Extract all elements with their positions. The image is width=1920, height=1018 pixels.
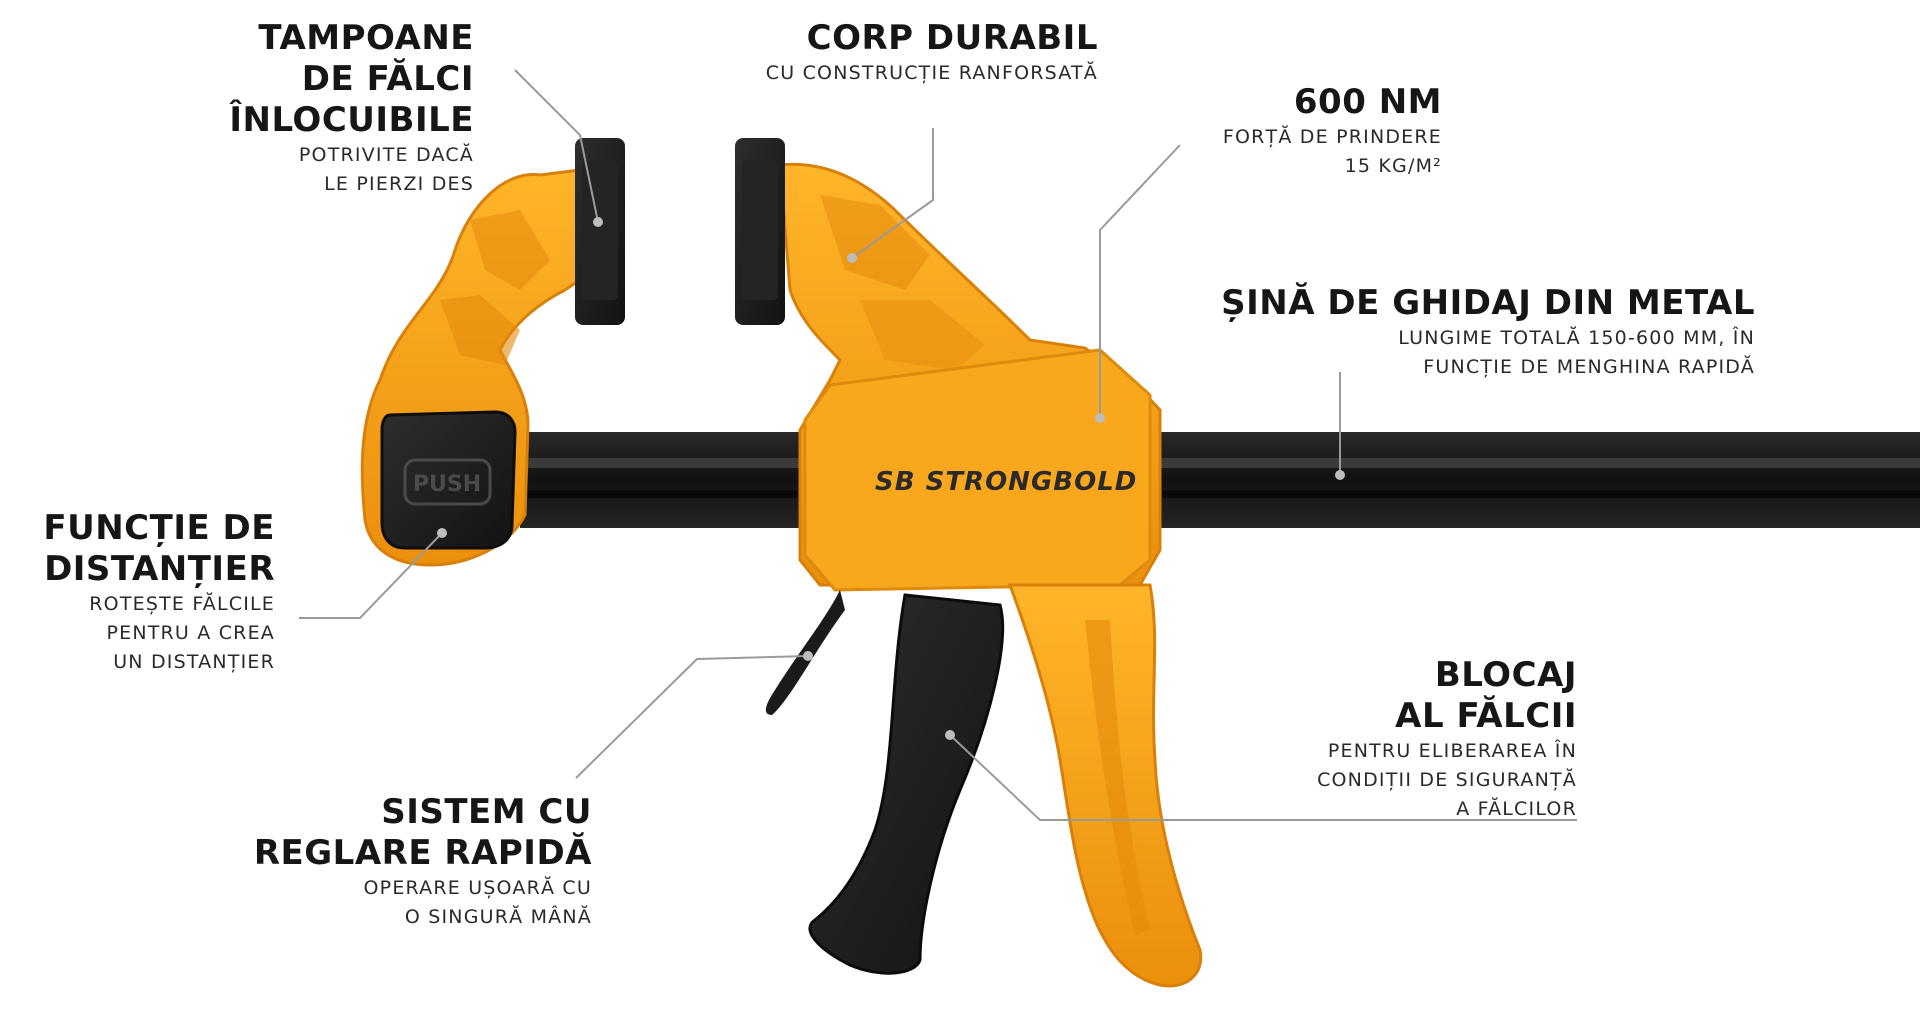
leader-body xyxy=(851,128,934,259)
callout-subtitle: O SINGURĂ MÂNĂ xyxy=(404,906,592,928)
fixed-jaw: PUSH xyxy=(360,138,625,567)
leader-lock xyxy=(949,734,1577,821)
leader-dots xyxy=(437,217,1345,740)
leader-dot-rail xyxy=(1335,470,1345,480)
callout-subtitle: 15 KG/M² xyxy=(1344,155,1442,177)
callout-quick-adjust: SISTEM CU REGLARE RAPIDĂ OPERARE UȘOARĂ … xyxy=(254,792,592,932)
callout-subtitle: FORȚĂ DE PRINDERE xyxy=(1222,126,1442,148)
push-label: PUSH xyxy=(413,472,481,497)
callout-title: SISTEM CU xyxy=(381,792,592,832)
leader-dot-body xyxy=(847,253,857,263)
leader-dot-lock xyxy=(945,730,955,740)
leader-force xyxy=(1099,144,1181,418)
callout-title: FUNCȚIE DE xyxy=(43,508,275,548)
jaw-pad-right xyxy=(735,138,785,325)
callout-spreader-function: FUNCȚIE DE DISTANȚIER ROTEȘTE FĂLCILE PE… xyxy=(43,508,275,677)
leader-spreader xyxy=(299,532,443,619)
leader-lines xyxy=(299,69,1577,821)
callout-subtitle: UN DISTANȚIER xyxy=(113,651,275,673)
callout-title: BLOCAJ xyxy=(1434,655,1577,695)
leader-dot-spreader xyxy=(437,528,447,538)
callout-title: 600 NM xyxy=(1293,82,1442,122)
leader-dot-force xyxy=(1095,413,1105,423)
callout-title: REGLARE RAPIDĂ xyxy=(253,833,592,873)
callout-guide-rail: ȘINĂ DE GHIDAJ DIN METAL LUNGIME TOTALĂ … xyxy=(1221,283,1755,382)
callout-subtitle: LE PIERZI DES xyxy=(324,173,474,195)
logo-text: SB STRONGBOLD xyxy=(875,467,1137,497)
callout-clamping-force: 600 NM FORȚĂ DE PRINDERE 15 KG/M² xyxy=(1223,82,1442,181)
jaw-pad-left xyxy=(575,138,625,325)
callout-subtitle: FUNCȚIE DE MENGHINA RAPIDĂ xyxy=(1423,356,1755,378)
callout-jaw-lock: BLOCAJ AL FĂLCII PENTRU ELIBERAREA ÎN CO… xyxy=(1317,655,1577,824)
callout-subtitle: CU CONSTRUCȚIE RANFORSATĂ xyxy=(765,62,1098,84)
guide-rail xyxy=(520,432,1920,528)
leader-dot-quick xyxy=(803,651,813,661)
callout-subtitle: CONDIȚII DE SIGURANȚĂ xyxy=(1317,769,1577,791)
callout-subtitle: PENTRU ELIBERAREA ÎN xyxy=(1327,740,1577,762)
callout-title: DISTANȚIER xyxy=(44,549,275,589)
callout-jaw-pads: TAMPOANE DE FĂLCI ÎNLOCUIBILE POTRIVITE … xyxy=(229,18,474,199)
leader-pads xyxy=(514,69,599,223)
leader-dot-pads xyxy=(593,217,603,227)
callout-subtitle: PENTRU A CREA xyxy=(106,622,275,644)
leader-quick xyxy=(575,655,809,779)
callout-title: AL FĂLCII xyxy=(1395,696,1577,736)
callout-title: DE FĂLCI xyxy=(301,59,474,99)
callout-title: CORP DURABIL xyxy=(806,18,1098,58)
callout-subtitle: LUNGIME TOTALĂ 150-600 MM, ÎN xyxy=(1398,327,1755,349)
callout-title: TAMPOANE xyxy=(258,18,474,58)
callout-subtitle: OPERARE UȘOARĂ CU xyxy=(363,877,592,899)
callout-subtitle: ROTEȘTE FĂLCILE xyxy=(89,593,275,615)
push-button: PUSH xyxy=(380,410,517,550)
strongbold-logo: SB STRONGBOLD xyxy=(875,467,1137,497)
callout-title: ÎNLOCUIBILE xyxy=(229,100,474,140)
callout-subtitle: A FĂLCILOR xyxy=(1456,798,1577,820)
callout-subtitle: POTRIVITE DACĂ xyxy=(298,144,474,166)
callout-durable-body: CORP DURABIL CU CONSTRUCȚIE RANFORSATĂ xyxy=(766,18,1098,88)
callout-title: ȘINĂ DE GHIDAJ DIN METAL xyxy=(1221,283,1755,323)
movable-jaw: SB STRONGBOLD xyxy=(735,138,1203,988)
